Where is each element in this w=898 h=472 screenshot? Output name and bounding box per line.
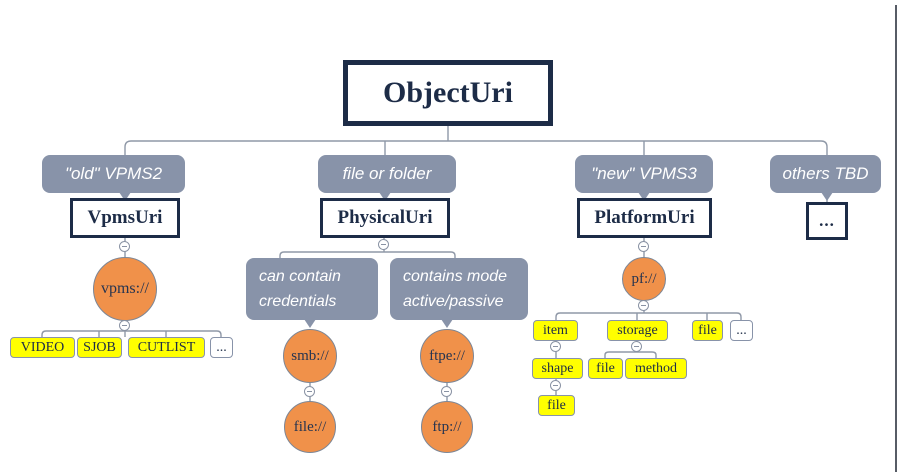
leaf-storage-file[interactable]: file (588, 358, 623, 379)
collapse-toggle-icon[interactable] (550, 341, 561, 352)
collapse-toggle-icon[interactable] (304, 386, 315, 397)
callout-tail-icon (441, 319, 453, 328)
leaf-shape-file[interactable]: file (538, 395, 575, 416)
circle-ftp[interactable]: ftp:// (421, 401, 473, 453)
callout-tail-icon (304, 319, 316, 328)
callout-tail-icon (379, 192, 391, 201)
collapse-toggle-icon[interactable] (441, 386, 452, 397)
callout-old-vpms2-label: "old" VPMS2 (64, 164, 163, 183)
node-objecturi[interactable]: ObjectUri (343, 60, 553, 126)
node-others[interactable]: ... (806, 202, 848, 240)
leaf-storage[interactable]: storage (607, 320, 668, 341)
node-vpmsuri[interactable]: VpmsUri (70, 198, 180, 238)
node-platformuri[interactable]: PlatformUri (577, 198, 712, 238)
leaf-vpms-more[interactable]: ... (210, 337, 233, 358)
note-active-passive-label: contains mode active/passive (403, 268, 508, 310)
circle-vpms[interactable]: vpms:// (93, 257, 157, 321)
leaf-sjob[interactable]: SJOB (77, 337, 122, 358)
collapse-toggle-icon[interactable] (119, 320, 130, 331)
callout-new-vpms3[interactable]: "new" VPMS3 (575, 155, 713, 201)
callout-old-vpms2[interactable]: "old" VPMS2 (42, 155, 185, 201)
collapse-toggle-icon[interactable] (378, 239, 389, 250)
callout-file-or-folder-label: file or folder (342, 164, 432, 183)
leaf-cutlist[interactable]: CUTLIST (128, 337, 205, 358)
circle-smb[interactable]: smb:// (283, 329, 337, 383)
callout-file-or-folder[interactable]: file or folder (318, 155, 456, 201)
leaf-method[interactable]: method (625, 358, 687, 379)
collapse-toggle-icon[interactable] (638, 300, 649, 311)
callout-tail-icon (119, 192, 131, 201)
note-active-passive[interactable]: contains mode active/passive (390, 258, 528, 328)
callout-others-tbd[interactable]: others TBD (770, 155, 881, 201)
callout-others-tbd-label: others TBD (782, 164, 869, 183)
node-physicaluri[interactable]: PhysicalUri (320, 198, 450, 238)
collapse-toggle-icon[interactable] (550, 380, 561, 391)
canvas-edge-line (895, 5, 897, 472)
collapse-toggle-icon[interactable] (638, 241, 649, 252)
leaf-platform-more[interactable]: ... (730, 320, 753, 341)
circle-file[interactable]: file:// (284, 401, 336, 453)
circle-pf[interactable]: pf:// (622, 257, 666, 301)
callout-tail-icon (821, 192, 833, 201)
leaf-item[interactable]: item (533, 320, 578, 341)
callout-new-vpms3-label: "new" VPMS3 (591, 164, 697, 183)
circle-ftpe[interactable]: ftpe:// (420, 329, 474, 383)
collapse-toggle-icon[interactable] (119, 241, 130, 252)
leaf-shape[interactable]: shape (532, 358, 583, 379)
collapse-toggle-icon[interactable] (631, 341, 642, 352)
note-credentials[interactable]: can contain credentials (246, 258, 378, 328)
callout-tail-icon (638, 192, 650, 201)
leaf-file[interactable]: file (692, 320, 723, 341)
leaf-video[interactable]: VIDEO (10, 337, 75, 358)
note-credentials-label: can contain credentials (259, 268, 341, 310)
